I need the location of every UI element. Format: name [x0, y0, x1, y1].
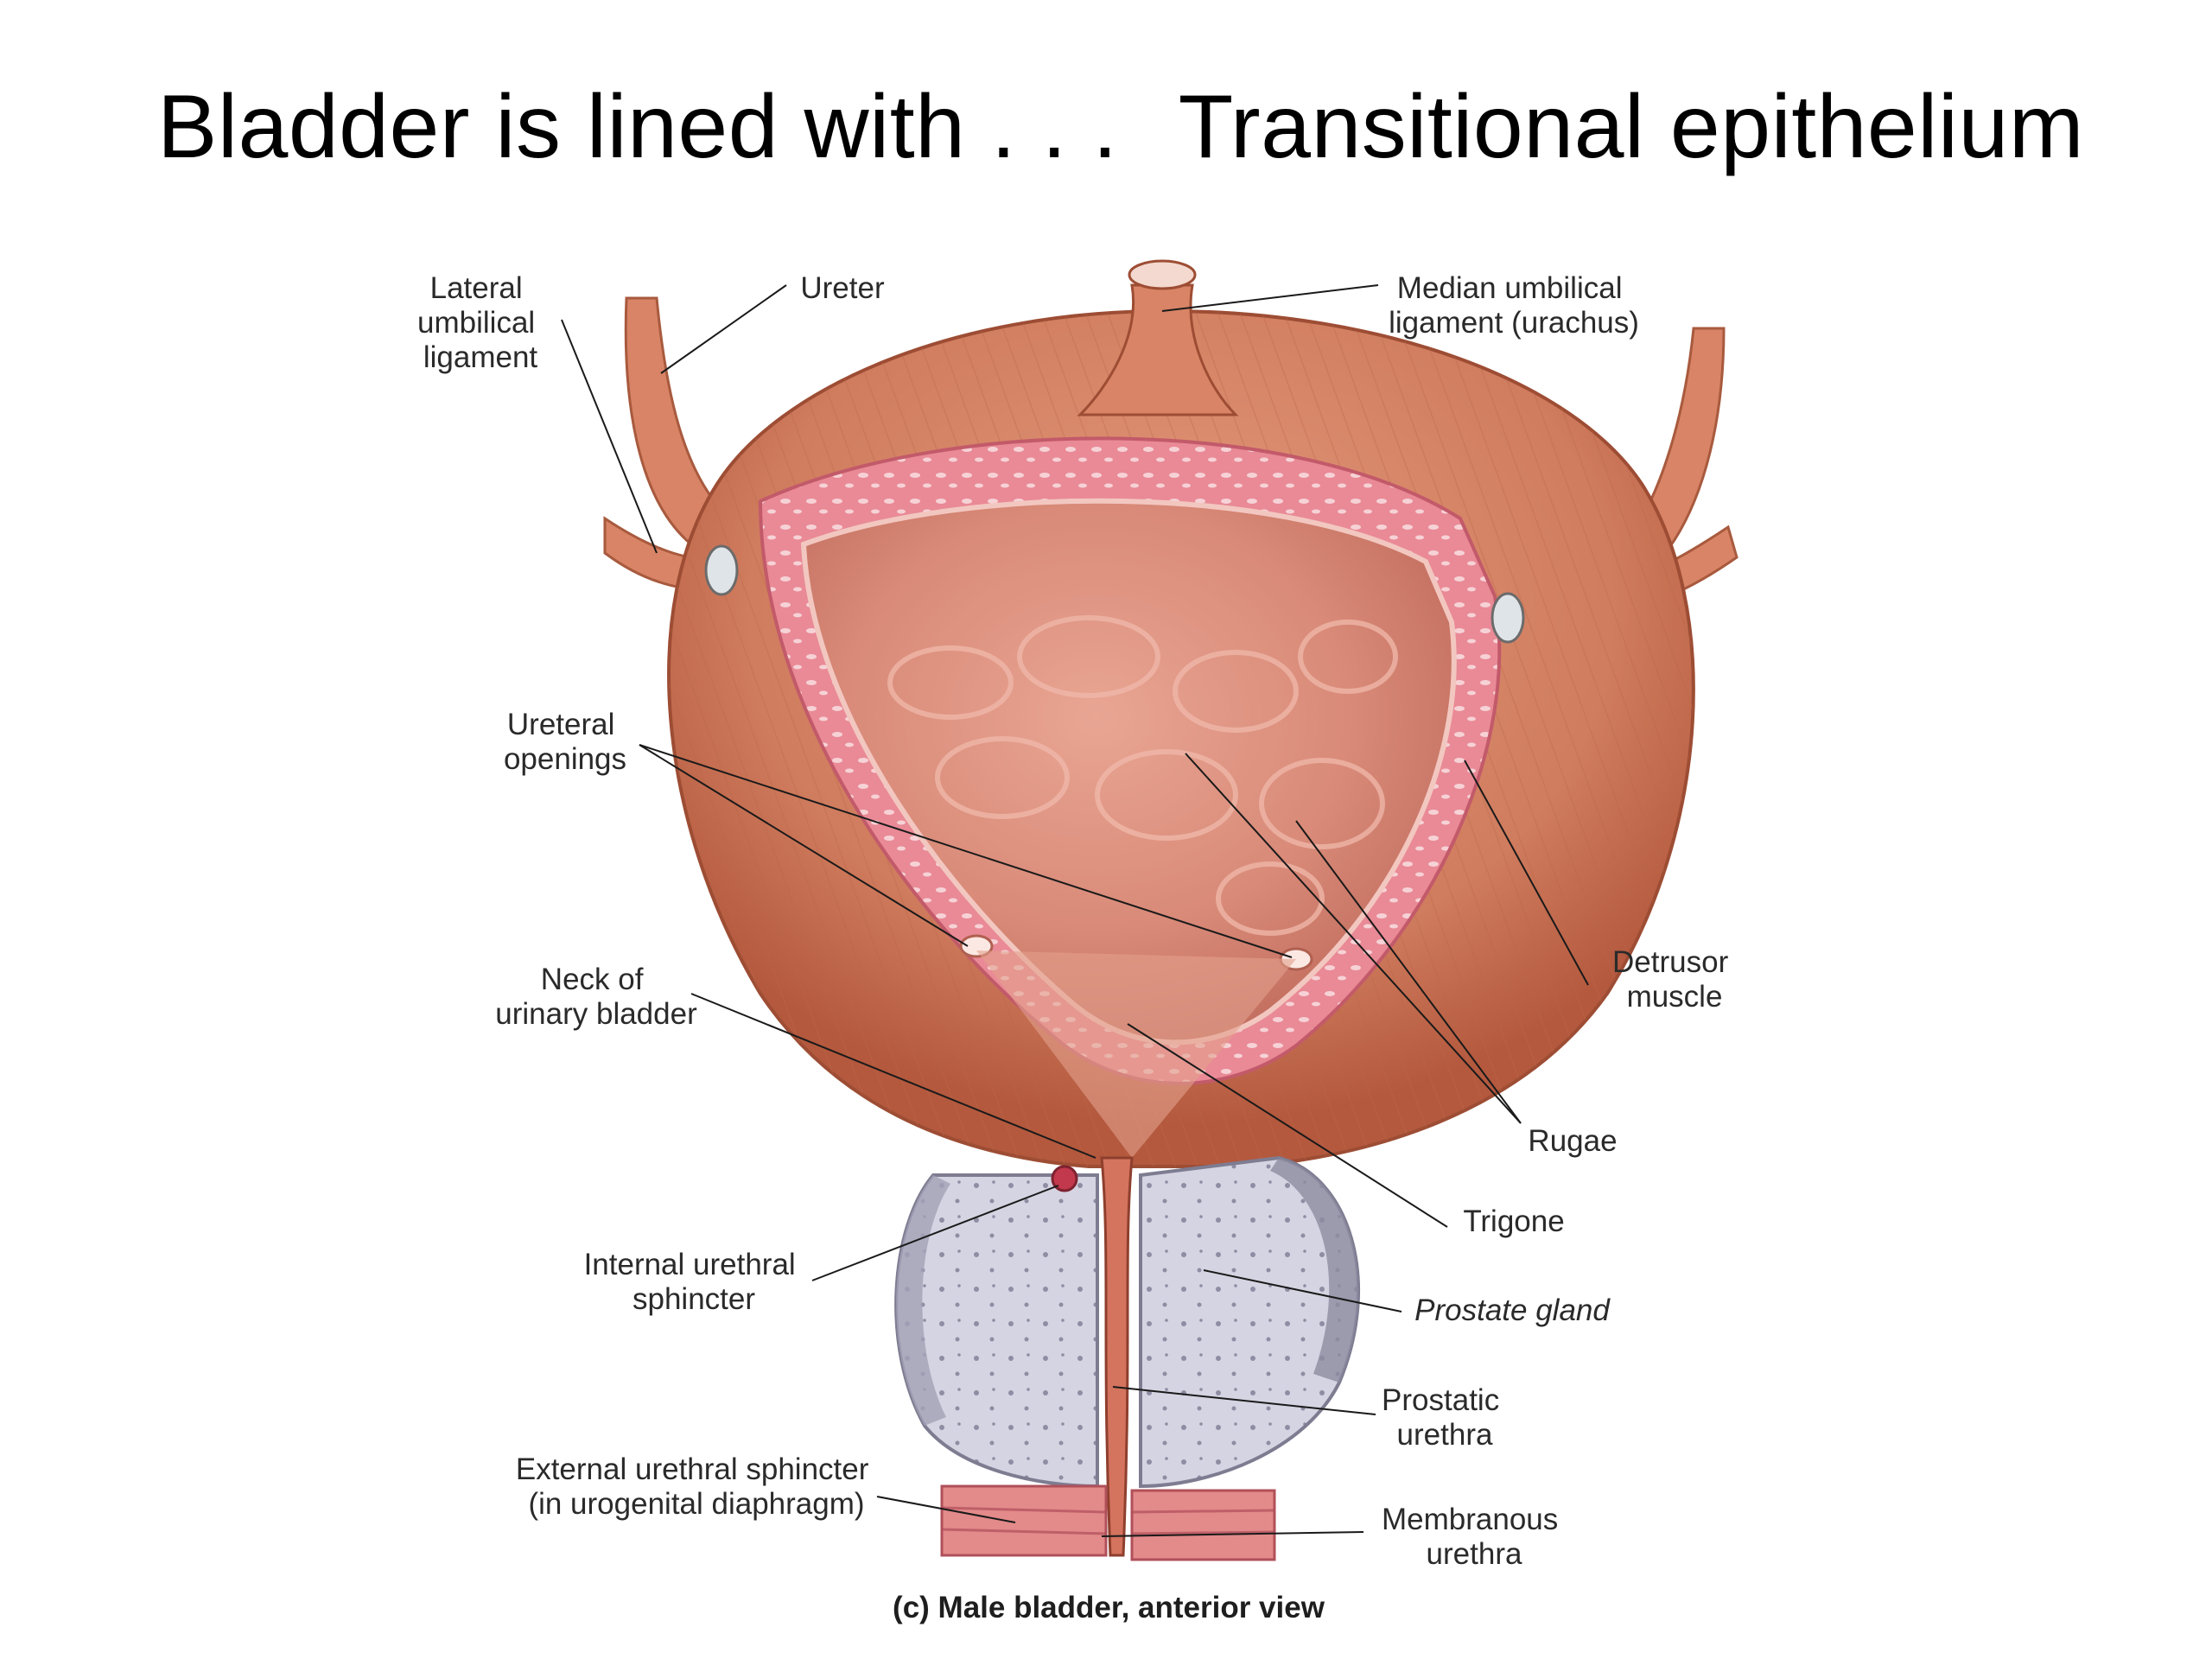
- label-membranous-urethra: Membranous urethra: [1382, 1503, 1567, 1571]
- figure-caption: (c) Male bladder, anterior view: [893, 1591, 1325, 1624]
- label-detrusor-muscle: Detrusor muscle: [1612, 945, 1737, 1014]
- trigone: [976, 950, 1296, 1158]
- bladder-mucosa: [800, 498, 1457, 1046]
- label-external-urethral-sphincter: External urethral sphincter (in urogenit…: [516, 1452, 877, 1521]
- right-ureter-cut: [1491, 592, 1525, 644]
- label-internal-urethral-sphincter: Internal urethral sphincter: [584, 1248, 804, 1316]
- slide-title: Bladder is lined with . . . Transitional …: [157, 76, 2084, 179]
- label-neck-of-urinary-bladder: Neck of urinary bladder: [495, 963, 697, 1031]
- title-left: Bladder is lined with . . .: [157, 77, 1118, 177]
- label-lateral-umbilical-ligament: Lateral umbilical ligament: [417, 271, 543, 374]
- label-ureter: Ureter: [800, 271, 885, 305]
- external-sphincter-right: [1130, 1489, 1276, 1561]
- label-prostate-gland: Prostate gland: [1414, 1294, 1611, 1327]
- label-rugae: Rugae: [1528, 1124, 1617, 1158]
- label-prostatic-urethra: Prostatic urethra: [1382, 1383, 1508, 1452]
- left-ureter-cut: [704, 544, 739, 596]
- label-trigone: Trigone: [1463, 1205, 1564, 1238]
- rugae-folds: [887, 615, 1398, 936]
- urethra: [1100, 1156, 1134, 1557]
- external-sphincter-left: [940, 1484, 1108, 1557]
- label-ureteral-openings: Ureteral openings: [504, 708, 626, 776]
- title-right: Transitional epithelium: [1178, 77, 2084, 177]
- urachus-tip: [1128, 259, 1197, 290]
- internal-sphincter-mark: [1051, 1165, 1078, 1192]
- label-median-umbilical-ligament: Median umbilical ligament (urachus): [1389, 271, 1639, 340]
- urachus: [1077, 283, 1239, 416]
- leader-lines: [561, 284, 1589, 1537]
